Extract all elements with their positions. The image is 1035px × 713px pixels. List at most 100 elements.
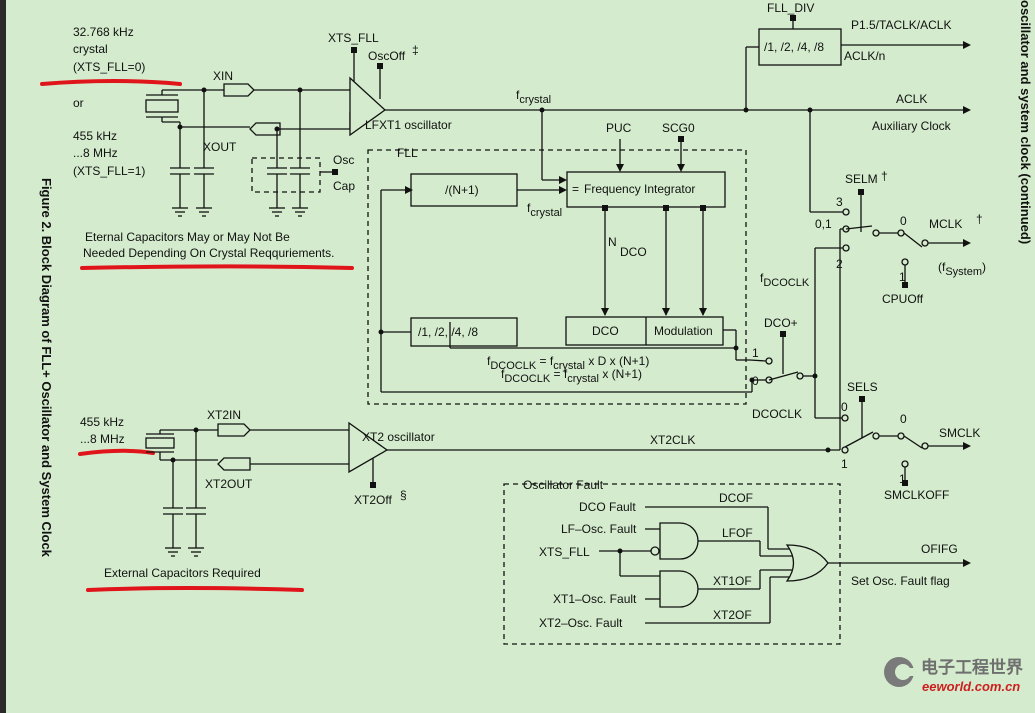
xt2of-label: XT2OF xyxy=(713,608,752,622)
sels-0: 0 xyxy=(841,400,848,414)
xt2out-pin xyxy=(217,457,251,471)
dco-plus-label: DCO+ xyxy=(764,316,798,330)
xt2out-label: XT2OUT xyxy=(205,477,253,491)
and-gate-xt1 xyxy=(659,570,699,608)
fault-title: Oscillator Fault xyxy=(523,478,604,492)
xt2-section: 455 kHz ...8 MHz XT2IN XT2OUT XT2 oscill… xyxy=(78,408,840,592)
modulation-text: Modulation xyxy=(654,324,713,338)
xout-label: XOUT xyxy=(203,140,237,154)
and-gate-lf xyxy=(659,522,699,560)
puc-label: PUC xyxy=(606,121,632,135)
xts-fll-fault-label: XTS_FLL xyxy=(539,545,590,559)
mclk-switch: SELM † 3 0,1 2 0 1 MCLK † (fSystem) CPUO… xyxy=(760,110,986,306)
svg-text:fDCOCLK: fDCOCLK xyxy=(760,271,810,289)
n-dco-label: N xyxy=(608,235,617,249)
sels-1: 1 xyxy=(841,457,848,471)
crystal-freq-label: 32.768 kHz xyxy=(73,25,134,39)
aux-clock-label: Auxiliary Clock xyxy=(872,119,952,133)
fll-divider-box xyxy=(410,317,518,347)
xout-pin xyxy=(249,122,281,136)
xts-fll-0-label: (XTS_FLL=0) xyxy=(73,60,145,74)
capacitor-note-line1: Eternal Capacitors May or May Not Be xyxy=(85,230,290,244)
watermark-cn: 电子工程世界 xyxy=(921,657,1023,678)
smclk-switch: SELS 0 1 0 1 SMCLK SMCLKOFF xyxy=(841,380,980,502)
dco-fault-label: DCO Fault xyxy=(579,500,636,514)
osc-cap-box xyxy=(251,157,321,193)
xt1of-label: XT1OF xyxy=(713,574,752,588)
fll-title: FLL xyxy=(397,146,418,160)
xts-fll-1-label: (XTS_FLL=1) xyxy=(73,164,145,178)
oscoff-label: OscOff xyxy=(368,49,406,63)
ofifg-label: OFIFG xyxy=(921,542,958,556)
selm-label: SELM xyxy=(845,172,878,186)
red-underline-2 xyxy=(80,264,354,270)
left-border xyxy=(0,0,6,713)
selm-01: 0,1 xyxy=(815,217,832,231)
lfxt1-label: LFXT1 oscillator xyxy=(365,118,452,132)
mclk-label: MCLK xyxy=(929,217,962,231)
xt2-crystal-symbol xyxy=(145,437,175,449)
xts-fll-label: XTS_FLL xyxy=(328,31,379,45)
fll-block: FLL /(N+1) fcrystal = Frequency Integrat… xyxy=(367,110,755,405)
eq-sign: = xyxy=(572,182,579,196)
red-underline-4 xyxy=(86,586,304,592)
svg-text:fDCOCLK = fcrystal x D x (N+1): fDCOCLK = fcrystal x D x (N+1) xyxy=(487,354,649,372)
smclk-sel-1: 1 xyxy=(899,472,906,486)
xin-label: XIN xyxy=(213,69,233,83)
xt2off-label: XT2Off xyxy=(354,493,392,507)
xt2-cap-note: External Capacitors Required xyxy=(104,566,261,580)
dco-plus-switch: DCO+ 1 0 DCOCLK xyxy=(749,316,815,421)
dco-sw-1: 1 xyxy=(752,346,759,360)
lfof-label: LFOF xyxy=(722,526,753,540)
sels-label: SELS xyxy=(847,380,878,394)
svg-text:fcrystal: fcrystal xyxy=(516,88,551,106)
aclk-n-label: ACLK/n xyxy=(844,49,885,63)
lfxt1-oscillator: XTS_FLL OscOff ‡ LFXT1 oscillator fcryst… xyxy=(328,31,965,137)
fault-dashed-box xyxy=(503,483,841,645)
xt2in-label: XT2IN xyxy=(207,408,241,422)
xt2clk-label: XT2CLK xyxy=(650,433,695,447)
div-n-text: /(N+1) xyxy=(445,183,479,197)
capacitor-note-line2: Needed Depending On Crystal Reqquriement… xyxy=(83,246,334,260)
lf-fault-label: LF–Osc. Fault xyxy=(561,522,637,536)
double-dagger: ‡ xyxy=(412,43,419,57)
scg0-label: SCG0 xyxy=(662,121,695,135)
aclk-pin-label: P1.5/TACLK/ACLK xyxy=(851,18,952,32)
xt2in-pin xyxy=(217,423,251,437)
svg-text:fcrystal: fcrystal xyxy=(527,201,562,219)
aclk-section: FLL_DIV /1, /2, /4, /8 P1.5/TACLK/ACLK A… xyxy=(745,1,971,133)
red-underline-1 xyxy=(40,79,182,86)
xt2-section-mark: § xyxy=(400,488,407,502)
crystal-freq3-label: ...8 MHz xyxy=(73,146,118,160)
lfxt1-crystal-section: 32.768 kHz crystal (XTS_FLL=0) or 455 kH… xyxy=(40,25,355,270)
set-flag-label: Set Osc. Fault flag xyxy=(851,574,950,588)
xt2-freq1: 455 kHz xyxy=(80,415,124,429)
mclk-dagger: † xyxy=(976,212,983,226)
mclk-sel-1: 1 xyxy=(899,270,906,284)
xt1-fault-label: XT1–Osc. Fault xyxy=(553,592,637,606)
aclk-divider-text: /1, /2, /4, /8 xyxy=(764,40,824,54)
dco-modulation-box xyxy=(565,316,724,346)
xt2-amplifier xyxy=(348,421,389,474)
selm-3: 3 xyxy=(836,195,843,209)
crystal-word: crystal xyxy=(73,42,108,56)
mclk-sel-0: 0 xyxy=(900,214,907,228)
smclk-sel-0: 0 xyxy=(900,412,907,426)
watermark-site: eeworld.com.cn xyxy=(922,679,1020,694)
cpuoff-label: CPUOff xyxy=(882,292,924,306)
frequency-integrator-text: Frequency Integrator xyxy=(584,182,695,196)
dco-text: DCO xyxy=(592,324,619,338)
oscillator-fault-block: Oscillator Fault DCO Fault DCOF LF–Osc. … xyxy=(503,478,971,645)
selm-dagger: † xyxy=(881,169,888,183)
xin-pin xyxy=(223,83,255,97)
cap-label: Cap xyxy=(333,179,355,193)
xt2-fault-label: XT2–Osc. Fault xyxy=(539,616,623,630)
fll-div-label: FLL_DIV xyxy=(767,1,814,15)
crystal-freq2-label: 455 kHz xyxy=(73,129,117,143)
eeworld-watermark: 电子工程世界 eeworld.com.cn xyxy=(884,657,1023,694)
frequency-integrator-box xyxy=(566,171,726,208)
svg-text:(fSystem): (fSystem) xyxy=(938,260,986,278)
dcoclk-label: DCOCLK xyxy=(752,407,802,421)
aclk-label: ACLK xyxy=(896,92,927,106)
